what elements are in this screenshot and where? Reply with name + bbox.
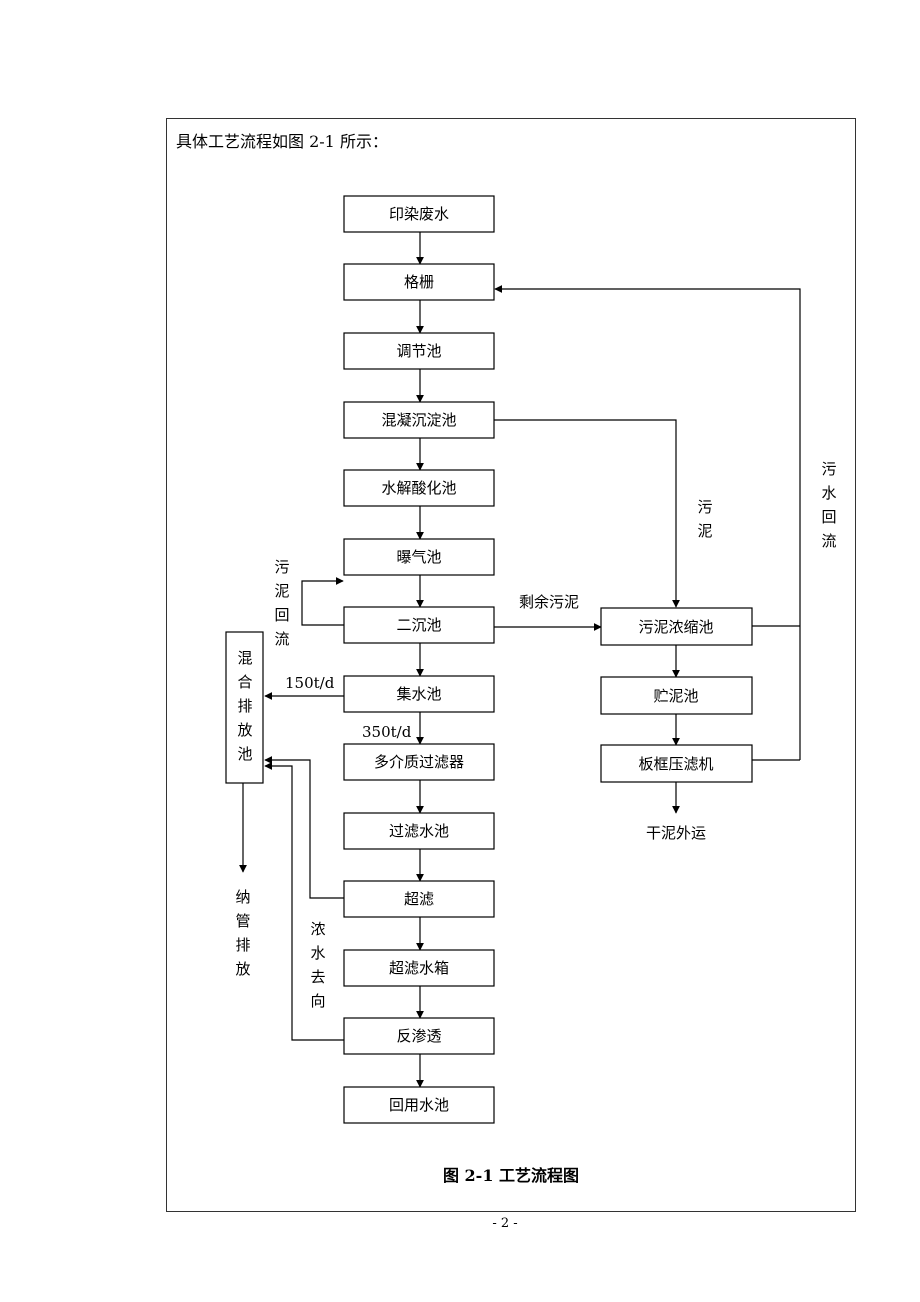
- label-flow-150: 150t/d: [285, 674, 335, 692]
- node-equalization: 调节池: [396, 342, 441, 360]
- node-ro-box: [343, 1017, 495, 1055]
- node-hydrolysis: 水解酸化池: [381, 479, 456, 497]
- node-wastewater: 印染废水: [389, 205, 449, 223]
- node-aeration-box: [343, 538, 495, 576]
- label-sludge: 污泥: [697, 498, 712, 540]
- node-thickener-box: [600, 607, 753, 646]
- label-dry-sludge: 干泥外运: [646, 824, 706, 842]
- node-grille-box: [343, 263, 495, 301]
- arrow-sludge-return: [301, 577, 344, 626]
- node-aeration: 曝气池: [396, 548, 441, 566]
- node-coagulation-box: [343, 401, 495, 439]
- node-mixing: 混合排放池: [237, 649, 252, 763]
- arrow-uf-concentrate: [264, 756, 344, 899]
- node-mixing-box: [225, 631, 264, 784]
- node-press-box: [600, 744, 753, 783]
- figure-caption: 图 2-1 工艺流程图: [443, 1166, 579, 1185]
- label-sewage-return: 污水回流: [821, 460, 836, 550]
- node-uf-box: [343, 880, 495, 918]
- node-ro: 反渗透: [396, 1027, 441, 1045]
- node-reuse: 回用水池: [389, 1096, 449, 1114]
- node-filtered-box: [343, 812, 495, 850]
- node-press: 板框压滤机: [638, 755, 713, 773]
- label-flow-350: 350t/d: [362, 723, 412, 741]
- node-equalization-box: [343, 332, 495, 370]
- intro-text: 具体工艺流程如图 2-1 所示：: [176, 132, 388, 151]
- node-hydrolysis-box: [343, 469, 495, 507]
- node-reuse-box: [343, 1086, 495, 1124]
- node-uftank: 超滤水箱: [389, 959, 449, 977]
- node-multimedia: 多介质过滤器: [374, 753, 464, 771]
- content-frame: [166, 118, 856, 1212]
- node-uf: 超滤: [404, 890, 434, 908]
- arrow-sewage-return: [494, 285, 801, 760]
- arrow-coagulation-sludge: [494, 419, 680, 608]
- node-secondary: 二沉池: [396, 616, 441, 634]
- label-concentrate: 浓水去向: [310, 920, 325, 1010]
- node-filtered: 过滤水池: [389, 822, 449, 840]
- node-collection-box: [343, 675, 495, 713]
- label-pipe-discharge: 纳管排放: [235, 888, 250, 978]
- node-thickener: 污泥浓缩池: [638, 618, 713, 636]
- label-excess-sludge: 剩余污泥: [519, 593, 579, 611]
- node-storage-box: [600, 676, 753, 715]
- node-coagulation: 混凝沉淀池: [381, 411, 456, 429]
- node-wastewater-box: [343, 195, 495, 233]
- node-secondary-box: [343, 606, 495, 644]
- page-number: - 2 -: [492, 1216, 518, 1231]
- label-sludge-return: 污泥回流: [274, 558, 289, 648]
- node-storage: 贮泥池: [653, 687, 698, 705]
- node-grille: 格栅: [404, 273, 434, 291]
- node-collection: 集水池: [396, 685, 441, 703]
- node-uftank-box: [343, 949, 495, 987]
- node-multimedia-box: [343, 743, 495, 781]
- arrow-ro-concentrate: [264, 762, 344, 1041]
